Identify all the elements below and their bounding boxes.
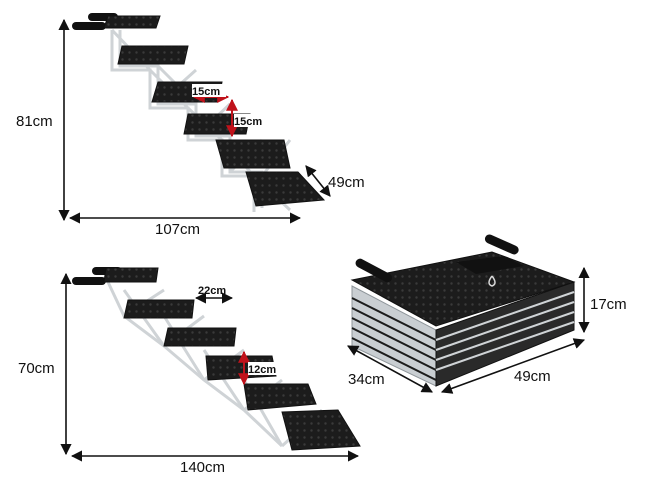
top-tread-2 — [117, 45, 189, 65]
bottom-tread-6 — [281, 409, 361, 451]
folded-top-plate — [350, 251, 576, 327]
bottom-tread-5 — [243, 383, 317, 411]
folded-strap — [456, 256, 524, 274]
top-tread-6 — [245, 171, 326, 207]
top-stairs-illustration: 15cm 15cm — [72, 13, 326, 212]
top-step-depth-label: 15cm — [192, 86, 220, 98]
bottom-step-rise-label: 12cm — [248, 364, 276, 376]
top-length-label: 107cm — [155, 221, 200, 238]
folded-depth-label: 34cm — [348, 371, 385, 388]
top-tread-5 — [215, 139, 291, 169]
bottom-tread-3 — [163, 327, 237, 347]
folded-handle-left — [355, 258, 392, 283]
bottom-step-depth-label: 22cm — [198, 285, 226, 297]
top-height-label: 81cm — [16, 113, 53, 130]
bottom-stairs-illustration: 22cm 12cm — [72, 267, 361, 451]
hook-icon — [488, 275, 496, 287]
bottom-length-label: 140cm — [180, 459, 225, 476]
folded-width-label: 49cm — [514, 368, 551, 385]
folded-handle-right — [484, 234, 519, 255]
bottom-tread-1 — [103, 267, 159, 283]
top-width-label: 49cm — [328, 174, 365, 191]
top-step-rise-label: 15cm — [234, 116, 262, 128]
top-tread-1 — [103, 15, 161, 29]
top-handle-front — [72, 22, 106, 30]
bottom-tread-2 — [123, 299, 195, 319]
folded-height-label: 17cm — [590, 296, 627, 313]
folded-depth-line — [347, 345, 433, 393]
bottom-handle-front — [72, 277, 106, 285]
folded-width-line — [440, 338, 586, 394]
bottom-height-label: 70cm — [18, 360, 55, 377]
top-width-line — [305, 165, 331, 197]
folded-stairs-illustration — [350, 234, 576, 387]
